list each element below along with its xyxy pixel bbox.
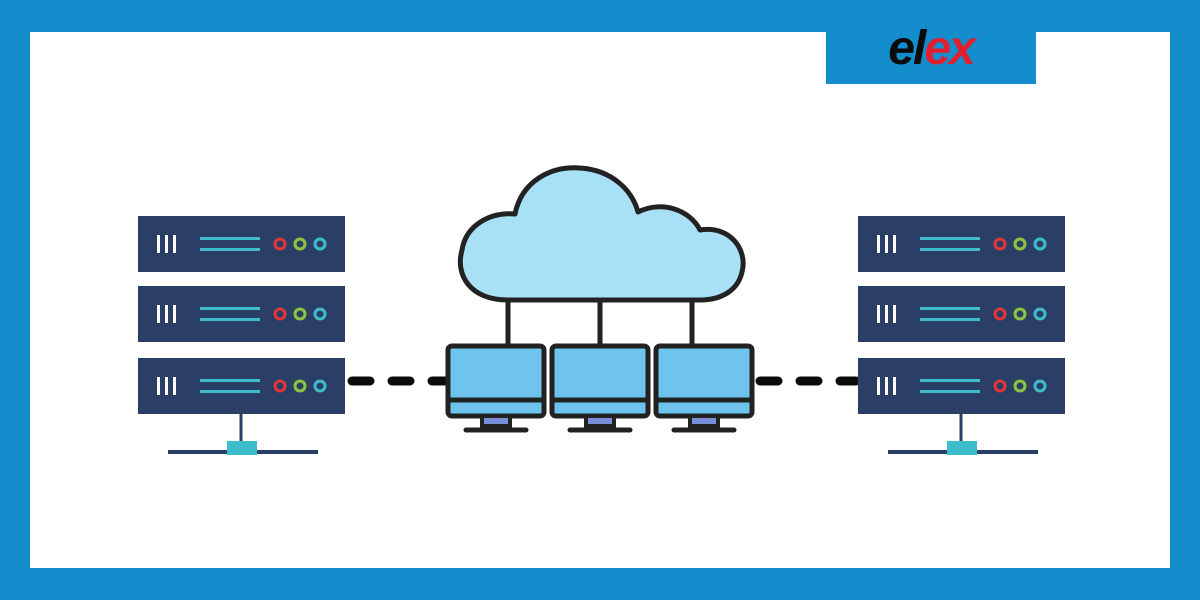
server-led-indicator — [313, 237, 327, 251]
server-status-line — [920, 307, 980, 310]
network-connector-icon — [888, 414, 1038, 455]
desktop-monitor-icon — [445, 343, 547, 433]
server-led-indicator — [273, 237, 287, 251]
server-slot-bar — [893, 305, 896, 323]
server-unit — [138, 358, 345, 414]
logo-wordmark-part: el — [888, 22, 928, 75]
server-slot-bar — [165, 305, 168, 323]
server-slot-bar — [173, 305, 176, 323]
monitor-stand — [688, 414, 720, 428]
desktop-monitor-icon — [653, 343, 755, 433]
server-led-indicator — [293, 307, 307, 321]
server-led-indicator — [313, 307, 327, 321]
server-led-indicator — [1033, 237, 1047, 251]
desktop-monitor-icon — [549, 343, 651, 433]
server-led-indicator — [1033, 307, 1047, 321]
server-slot-bar — [885, 377, 888, 395]
server-led-indicator — [1013, 307, 1027, 321]
monitor-screen — [445, 343, 547, 419]
server-slot-bar — [877, 235, 880, 253]
server-slot-bar — [165, 377, 168, 395]
server-led-indicator — [293, 379, 307, 393]
server-led-indicator — [293, 237, 307, 251]
server-status-line — [920, 248, 980, 251]
server-slot-bar — [885, 305, 888, 323]
server-led-indicator — [1013, 379, 1027, 393]
server-slot-bar — [157, 305, 160, 323]
server-slot-bar — [893, 377, 896, 395]
server-slot-bar — [877, 377, 880, 395]
server-status-line — [920, 390, 980, 393]
elex-logo-icon: elex — [888, 22, 980, 75]
server-slot-bar — [165, 235, 168, 253]
server-unit-body — [858, 286, 1065, 342]
server-status-line — [920, 379, 980, 382]
server-unit-body — [858, 358, 1065, 414]
server-slot-bar — [893, 235, 896, 253]
server-led-indicator — [1033, 379, 1047, 393]
server-status-line — [920, 318, 980, 321]
server-status-line — [200, 237, 260, 240]
server-unit — [138, 286, 345, 342]
network-switch — [947, 441, 977, 455]
server-led-indicator — [273, 307, 287, 321]
server-unit-body — [138, 216, 345, 272]
server-status-line — [200, 318, 260, 321]
server-led-indicator — [993, 307, 1007, 321]
monitor-screen — [549, 343, 651, 419]
network-connector-icon — [168, 414, 318, 455]
server-rack-icon — [858, 216, 1065, 455]
server-status-line — [200, 307, 260, 310]
server-unit — [858, 286, 1065, 342]
server-led-indicator — [1013, 237, 1027, 251]
monitor-stand — [584, 414, 616, 428]
server-slot-bar — [173, 235, 176, 253]
logo-wordmark-accent: ex — [924, 22, 978, 75]
server-slot-bar — [885, 235, 888, 253]
logo-wordmark: elex — [888, 22, 978, 75]
server-rack-icon — [138, 216, 345, 455]
server-led-indicator — [273, 379, 287, 393]
server-status-line — [200, 390, 260, 393]
server-led-indicator — [993, 237, 1007, 251]
monitor-screen — [653, 343, 755, 419]
server-status-line — [200, 379, 260, 382]
server-unit — [858, 358, 1065, 414]
server-led-indicator — [993, 379, 1007, 393]
monitor-stand — [480, 414, 512, 428]
server-slot-bar — [157, 377, 160, 395]
server-slot-bar — [877, 305, 880, 323]
server-slot-bar — [173, 377, 176, 395]
server-unit — [138, 216, 345, 272]
cloud-icon — [457, 165, 746, 344]
server-unit-body — [858, 216, 1065, 272]
server-status-line — [200, 248, 260, 251]
server-unit-body — [138, 286, 345, 342]
server-unit — [858, 216, 1065, 272]
server-led-indicator — [313, 379, 327, 393]
server-slot-bar — [157, 235, 160, 253]
network-switch — [227, 441, 257, 455]
brand-logo: elex — [826, 18, 1036, 84]
server-status-line — [920, 237, 980, 240]
server-unit-body — [138, 358, 345, 414]
